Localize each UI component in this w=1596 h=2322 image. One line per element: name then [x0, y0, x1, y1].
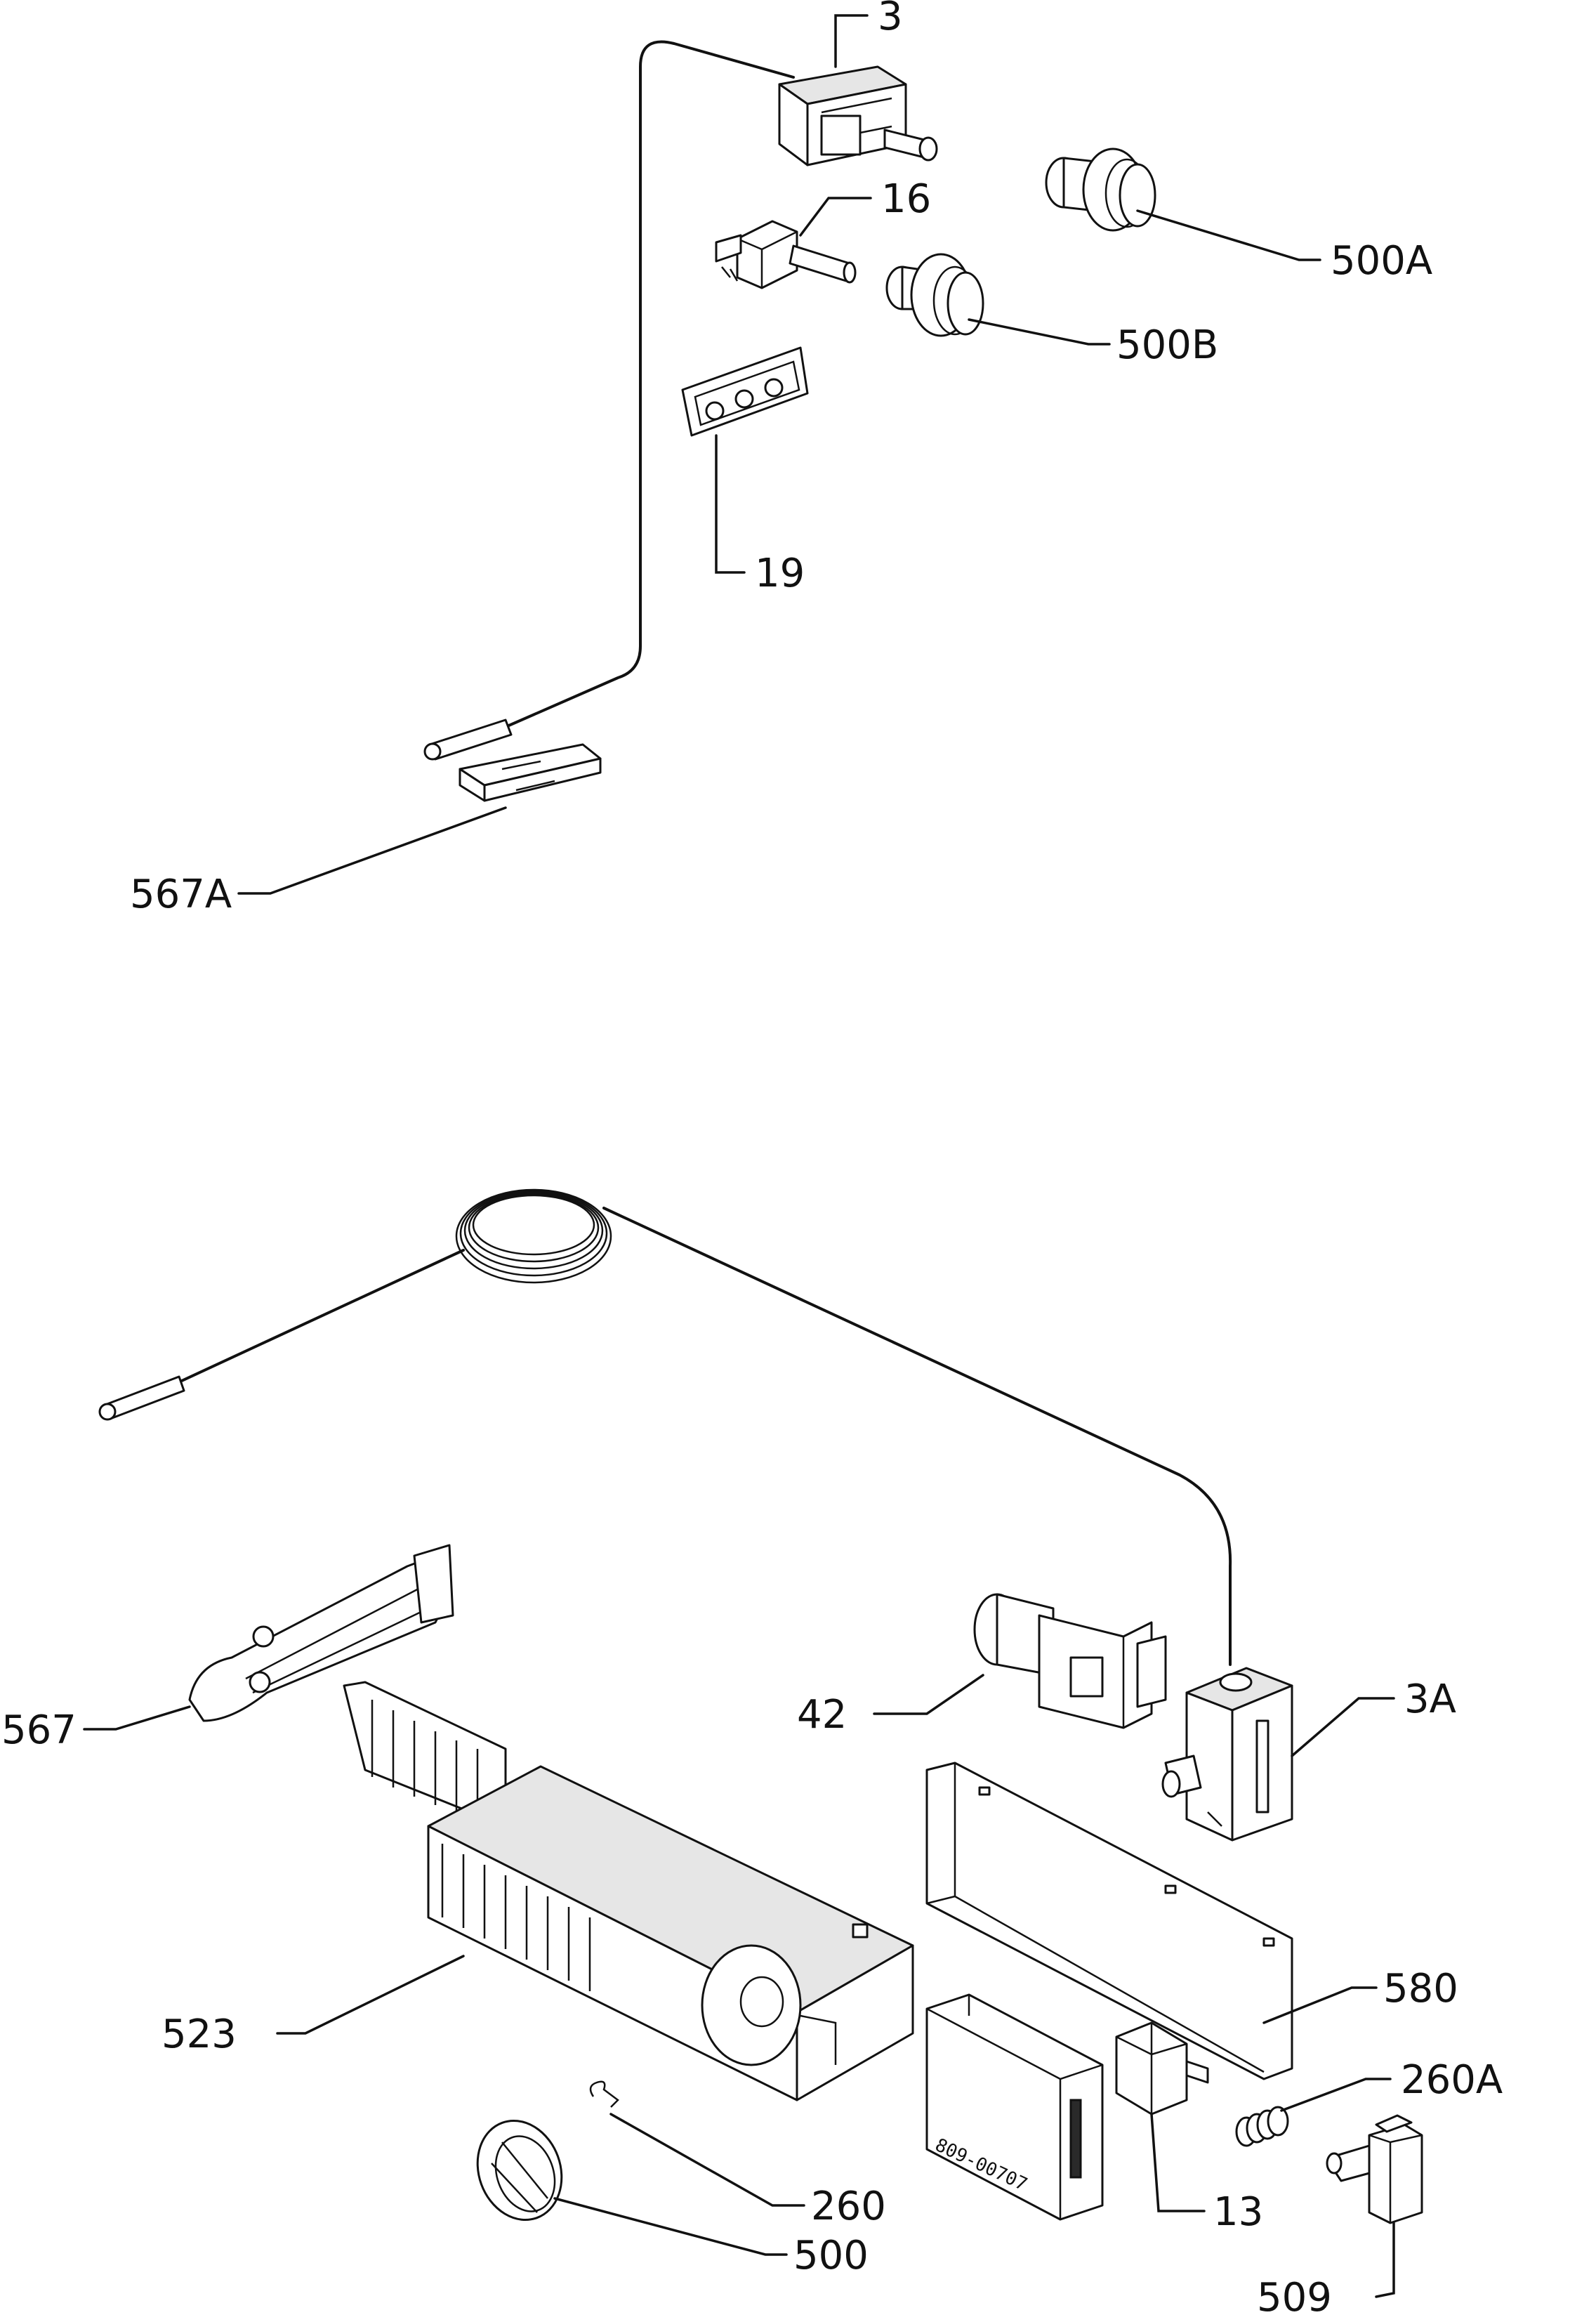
slider-13 — [1115, 2021, 1209, 2116]
callout-13: 13 — [1213, 2189, 1263, 2235]
control-housing-523 — [343, 1681, 914, 2101]
callout-500b: 500B — [1116, 322, 1218, 368]
callout-260a: 260A — [1401, 2057, 1503, 2103]
capillary-coil — [455, 1188, 612, 1284]
leader-lines — [83, 14, 1395, 2298]
sensor-bulb — [423, 719, 513, 761]
lower-assembly: 809-00707 — [98, 1188, 1423, 2224]
label-block: 809-00707 — [925, 1993, 1104, 2221]
callout-19: 19 — [755, 551, 805, 596]
callout-500a: 500A — [1331, 238, 1432, 284]
coil-lead-tube — [174, 1249, 465, 1385]
callout-260: 260 — [811, 2184, 886, 2229]
callout-509: 509 — [1257, 2275, 1332, 2321]
bracket-509 — [1326, 2114, 1423, 2224]
thermostat-capillary-tube — [504, 40, 795, 728]
upper-assembly — [423, 40, 1156, 802]
callout-3: 3 — [878, 0, 903, 39]
bulb-clip-567a — [459, 743, 602, 802]
callout-500: 500 — [793, 2233, 869, 2278]
terminal-plate-19 — [681, 346, 809, 437]
switch-16 — [715, 220, 857, 289]
lower-sensor-bulb — [98, 1375, 185, 1421]
callout-580: 580 — [1383, 1966, 1458, 2012]
callout-42: 42 — [797, 1692, 847, 1738]
callout-567: 567 — [1, 1707, 77, 1753]
callout-523: 523 — [161, 2012, 237, 2057]
knob-500b — [885, 253, 984, 337]
callout-567a: 567A — [130, 872, 232, 917]
callout-16: 16 — [881, 176, 931, 222]
thermostat-3a — [1161, 1667, 1293, 1842]
knob-500a — [1045, 147, 1156, 232]
thermostat-3 — [778, 65, 938, 166]
callout-labels: 3 16 500A 500B 19 567A 3A 42 567 523 580… — [1, 0, 1503, 2321]
lamp-holder-42 — [973, 1593, 1167, 1729]
spring-clip-260 — [589, 2080, 619, 2108]
handle-567 — [188, 1544, 454, 1722]
callout-3a: 3A — [1404, 1677, 1456, 1722]
lower-capillary-tube — [602, 1207, 1232, 1666]
cover-580 — [925, 1762, 1293, 2080]
knob-500 — [476, 2119, 563, 2222]
spring-260a — [1235, 2106, 1289, 2147]
